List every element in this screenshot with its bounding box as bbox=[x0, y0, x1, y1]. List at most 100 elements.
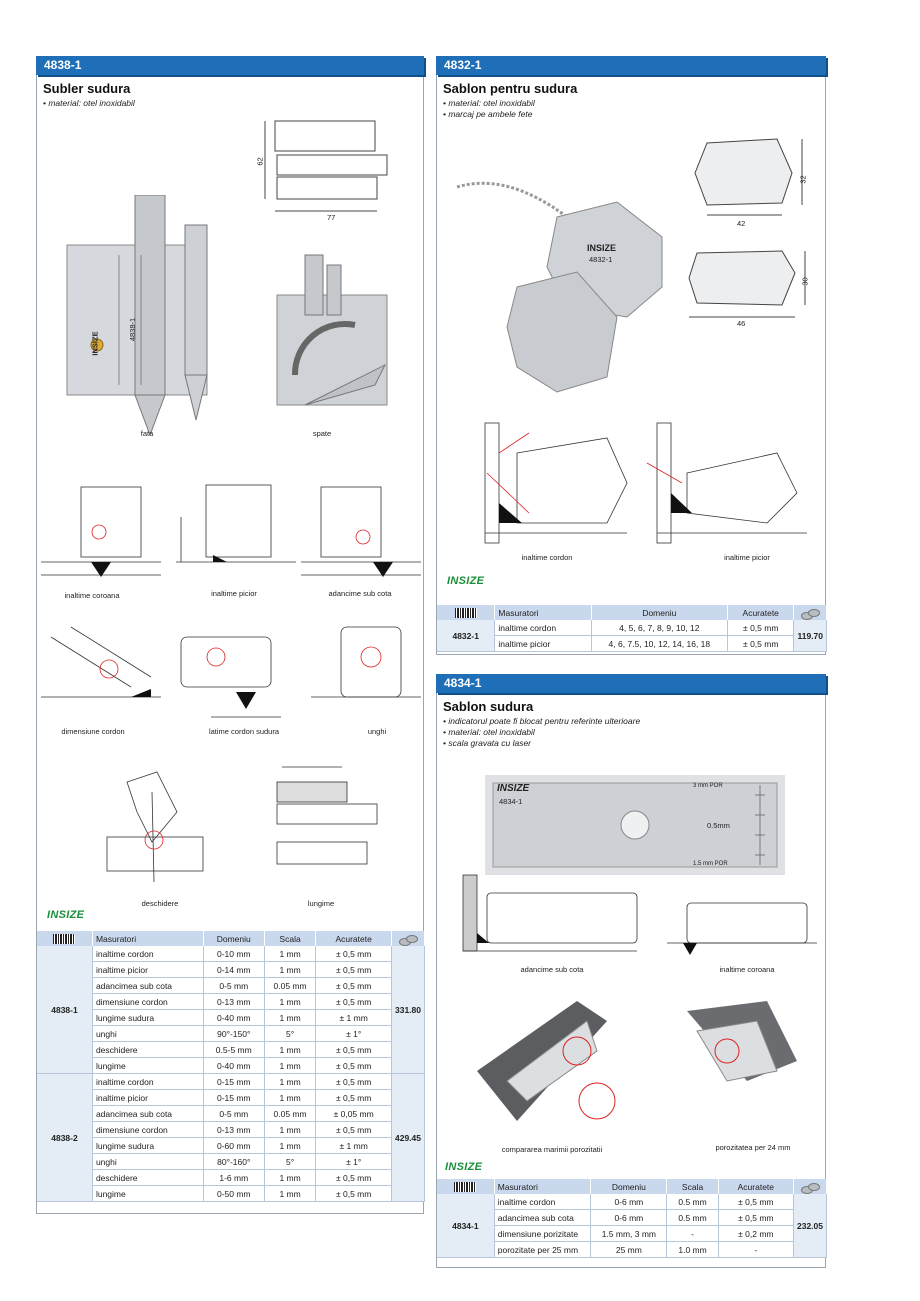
price-cell: 119.70 bbox=[793, 620, 827, 652]
template-model-label: 4832-1 bbox=[589, 255, 613, 264]
col-header: Masuratori bbox=[494, 1179, 592, 1194]
table-cell: 1 mm bbox=[264, 993, 317, 1010]
table-row: 4832-1 inaltime cordon 4, 5, 6, 7, 8, 9,… bbox=[437, 620, 827, 652]
caption-inaltime-coroana: inaltime coroana bbox=[64, 591, 120, 600]
feature-bullet: • marcaj pe ambele fete bbox=[443, 109, 533, 119]
table-cell: ± 0,5 mm bbox=[718, 1194, 795, 1210]
table-cell: ± 0,5 mm bbox=[727, 635, 795, 652]
price-icon bbox=[793, 605, 827, 620]
table-cell: ± 0,5 mm bbox=[315, 1041, 392, 1058]
caption-fata: fata bbox=[140, 429, 154, 438]
feature-bullet: • scala gravata cu laser bbox=[443, 738, 532, 748]
table-cell: 4, 5, 6, 7, 8, 9, 10, 12 bbox=[591, 620, 729, 636]
table-cell: 0-6 mm bbox=[590, 1209, 668, 1226]
caption-adancime-sub-cota: adancime sub cota bbox=[520, 965, 584, 974]
brand-logo: INSIZE bbox=[47, 909, 85, 921]
product-panel-4838: 4838-1 Subler sudura • material: otel in… bbox=[36, 56, 425, 1214]
table-cell: 0-14 mm bbox=[203, 961, 265, 978]
table-cell: 1 mm bbox=[264, 1009, 317, 1026]
table-cell: ± 1° bbox=[315, 1153, 392, 1170]
table-header-row: Masuratori Domeniu Acuratete bbox=[437, 605, 827, 620]
table-cell: 0-5 mm bbox=[203, 1105, 265, 1122]
brand-logo: INSIZE bbox=[447, 575, 485, 587]
table-cell: inaltime cordon bbox=[494, 620, 592, 636]
template-por3-label: 3 mm POR bbox=[693, 783, 723, 789]
table-cell: ± 0,5 mm bbox=[315, 1073, 392, 1090]
template-brand-label: INSIZE bbox=[497, 783, 530, 794]
dimension-width: 77 bbox=[327, 213, 336, 222]
table-cell: 1 mm bbox=[264, 1137, 317, 1154]
col-header: Masuratori bbox=[494, 605, 592, 620]
product-code-header: 4832-1 bbox=[436, 56, 826, 75]
caption-latime-cordon: latime cordon sudura bbox=[208, 727, 280, 736]
dimension-b-height: 30 bbox=[800, 277, 810, 286]
price-cell: 232.05 bbox=[793, 1194, 827, 1258]
caption-inaltime-picior: inaltime picior bbox=[724, 553, 770, 562]
caption-porozitatea-per-24mm: porozitatea per 24 mm bbox=[715, 1143, 791, 1152]
table-cell: lungime sudura bbox=[92, 1137, 204, 1154]
table-cell: 80°-160° bbox=[203, 1153, 265, 1170]
brand-logo: INSIZE bbox=[445, 1161, 483, 1173]
usage-drawing-row1 bbox=[41, 484, 421, 577]
product-code-cell: 4838-1 bbox=[37, 946, 93, 1074]
table-cell: dimensiune porizitate bbox=[494, 1225, 592, 1242]
table-row: inaltime picior 4, 6, 7.5, 10, 12, 14, 1… bbox=[437, 635, 827, 652]
table-cell: 1 mm bbox=[264, 1073, 317, 1090]
table-cell: 0-15 mm bbox=[203, 1073, 265, 1090]
template-brand-label: INSIZE bbox=[587, 243, 617, 253]
dimension-height: 62 bbox=[255, 157, 265, 166]
price-icon bbox=[793, 1179, 827, 1194]
table-cell: 4, 6, 7.5, 10, 12, 14, 16, 18 bbox=[591, 635, 729, 652]
col-header: Scala bbox=[264, 931, 317, 946]
table-cell: ± 0,5 mm bbox=[315, 946, 392, 962]
barcode-icon bbox=[437, 605, 496, 620]
col-header: Masuratori bbox=[92, 931, 204, 946]
table-cell: 1 mm bbox=[264, 1089, 317, 1106]
template-photo bbox=[485, 775, 785, 875]
table-cell: 25 mm bbox=[590, 1241, 668, 1258]
table-cell: 1-6 mm bbox=[203, 1169, 265, 1186]
table-cell: dimensiune cordon bbox=[92, 993, 204, 1010]
table-cell: 0-40 mm bbox=[203, 1009, 265, 1026]
product-title: Sablon sudura bbox=[443, 699, 534, 714]
table-cell: 1 mm bbox=[264, 946, 317, 962]
table-cell: 1.5 mm, 3 mm bbox=[590, 1225, 668, 1242]
template-usage-drawing-bottom bbox=[477, 1001, 797, 1121]
caption-inaltime-coroana: inaltime coroana bbox=[719, 965, 775, 974]
table-cell: 1 mm bbox=[264, 961, 317, 978]
gauge-model-label: 4838-1 bbox=[128, 317, 138, 342]
table-cell: inaltime cordon bbox=[92, 1073, 204, 1090]
table-cell: ± 1° bbox=[315, 1025, 392, 1042]
gauge-front-illustration bbox=[66, 195, 208, 435]
usage-drawing-row2 bbox=[41, 626, 421, 718]
table-cell: 1 mm bbox=[264, 1169, 317, 1186]
table-cell: ± 0,5 mm bbox=[315, 977, 392, 994]
price-icon bbox=[391, 931, 425, 946]
feature-bullet: • material: otel inoxidabil bbox=[443, 98, 535, 108]
table-cell: ± 0,5 mm bbox=[315, 961, 392, 978]
spec-table-4832: Masuratori Domeniu Acuratete 4832-1 inal… bbox=[437, 605, 827, 652]
caption-spate: spate bbox=[312, 429, 332, 438]
template-usage-drawing bbox=[484, 422, 807, 544]
usage-drawing-row3 bbox=[106, 766, 378, 883]
caption-comparare-porozitati: compararea marimii porozitatii bbox=[501, 1145, 603, 1154]
table-cell: 0-15 mm bbox=[203, 1089, 265, 1106]
table-cell: ± 0,2 mm bbox=[718, 1225, 795, 1242]
table-cell: 0.5 mm bbox=[666, 1194, 719, 1210]
table-cell: ± 0,5 mm bbox=[315, 1169, 392, 1186]
table-cell: ± 0,05 mm bbox=[315, 1105, 392, 1122]
feature-bullet: • indicatorul poate fi blocat pentru ref… bbox=[443, 716, 641, 726]
table-cell: 5° bbox=[264, 1025, 317, 1042]
barcode-icon bbox=[37, 931, 93, 946]
table-cell: ± 0,5 mm bbox=[727, 620, 795, 636]
caption-unghi: unghi bbox=[367, 727, 387, 736]
table-cell: ± 1 mm bbox=[315, 1009, 392, 1026]
caption-lungime: lungime bbox=[307, 899, 335, 908]
